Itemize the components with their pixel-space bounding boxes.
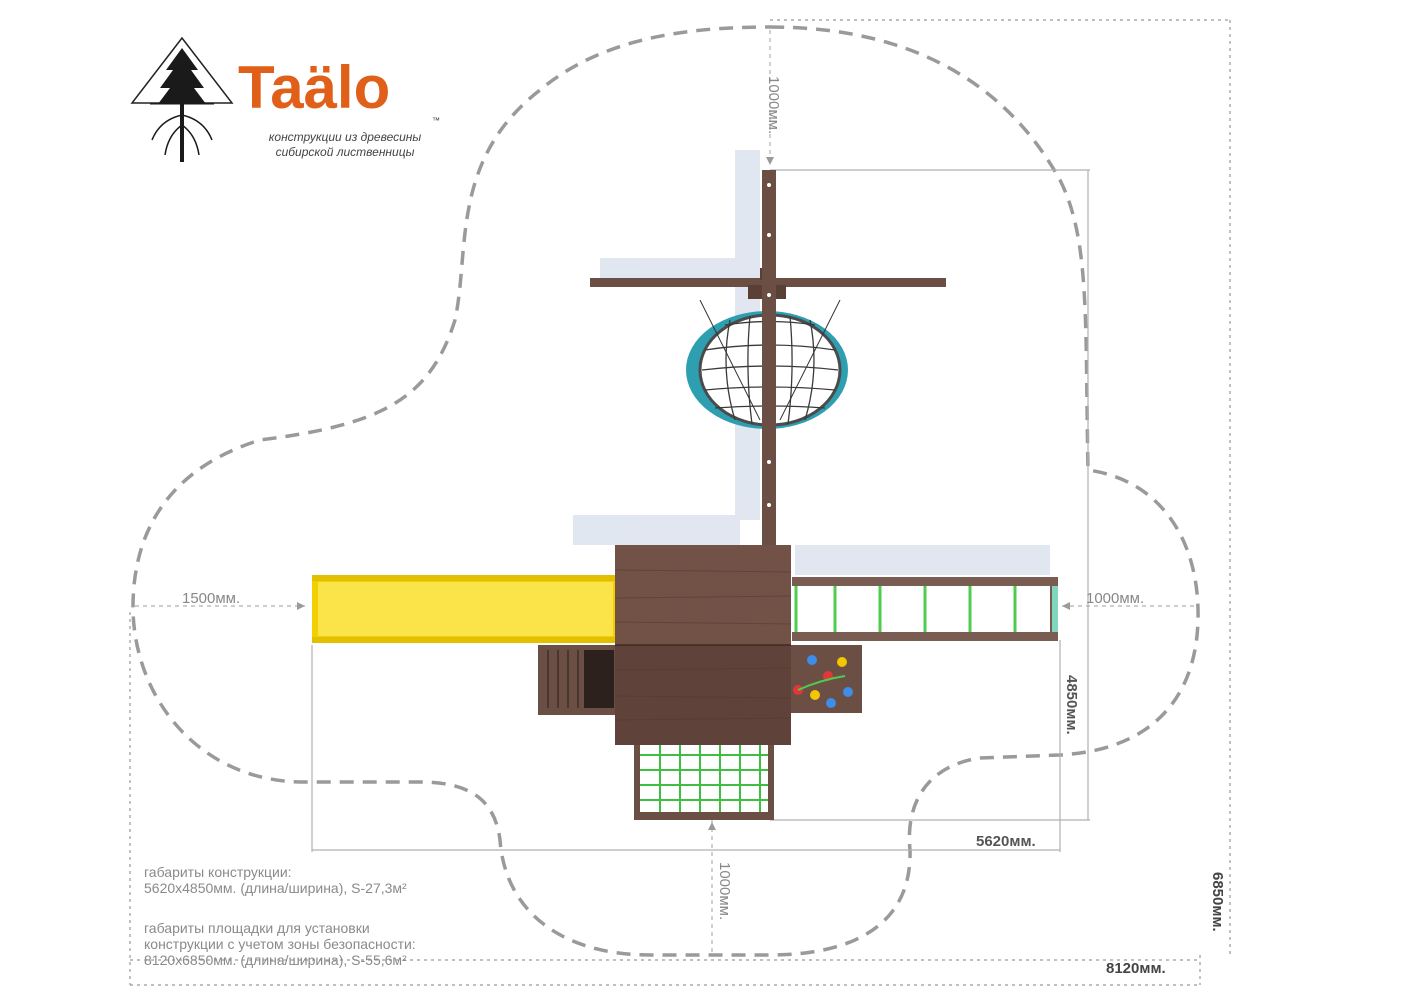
dim-right-clearance: 1000мм. — [1086, 590, 1145, 607]
structure-notes: габариты конструкции: 5620х4850мм. (длин… — [144, 864, 407, 896]
site-line1: габариты площадки для установки — [144, 920, 370, 936]
logo-tagline-line1: конструкции из древесины — [268, 130, 422, 144]
dim-bottom-clearance: 1000мм. — [716, 862, 733, 921]
logo-tree-icon — [130, 36, 234, 162]
main-beam — [762, 170, 776, 545]
dim-site-length: 8120мм. — [1106, 960, 1166, 977]
logo-trademark: ™ — [432, 116, 440, 125]
site-line2: конструкции с учетом зоны безопасности: — [144, 936, 416, 952]
dim-structure-length: 5620мм. — [976, 833, 1036, 850]
dim-left-clearance: 1500мм. — [182, 590, 241, 607]
climbing-wall — [790, 645, 862, 713]
dim-structure-width: 4850мм. — [1063, 675, 1080, 735]
logo-wordmark: Taälo — [238, 54, 391, 121]
dimension-arrows — [297, 157, 1070, 830]
tower-roof — [614, 545, 792, 745]
site-notes: габариты площадки для установки конструк… — [144, 920, 416, 968]
logo-tagline-line2: сибирской лиственницы — [275, 145, 415, 159]
stairs — [538, 645, 618, 715]
dim-top-clearance: 1000мм. — [765, 76, 782, 135]
horizontal-ladder — [792, 577, 1058, 641]
site-dimension-lines — [129, 19, 1231, 986]
structure-shadows — [573, 150, 1050, 575]
dim-site-width: 6850мм. — [1209, 872, 1226, 932]
climbing-net — [634, 745, 774, 820]
site-line3: 8120х6850мм. (длина/ширина), S-55,6м² — [144, 952, 407, 968]
slide — [312, 575, 618, 643]
structure-value: 5620х4850мм. (длина/ширина), S-27,3м² — [144, 880, 407, 896]
structure-dimension-lines — [135, 30, 1195, 955]
structure-title: габариты конструкции: — [144, 864, 292, 880]
